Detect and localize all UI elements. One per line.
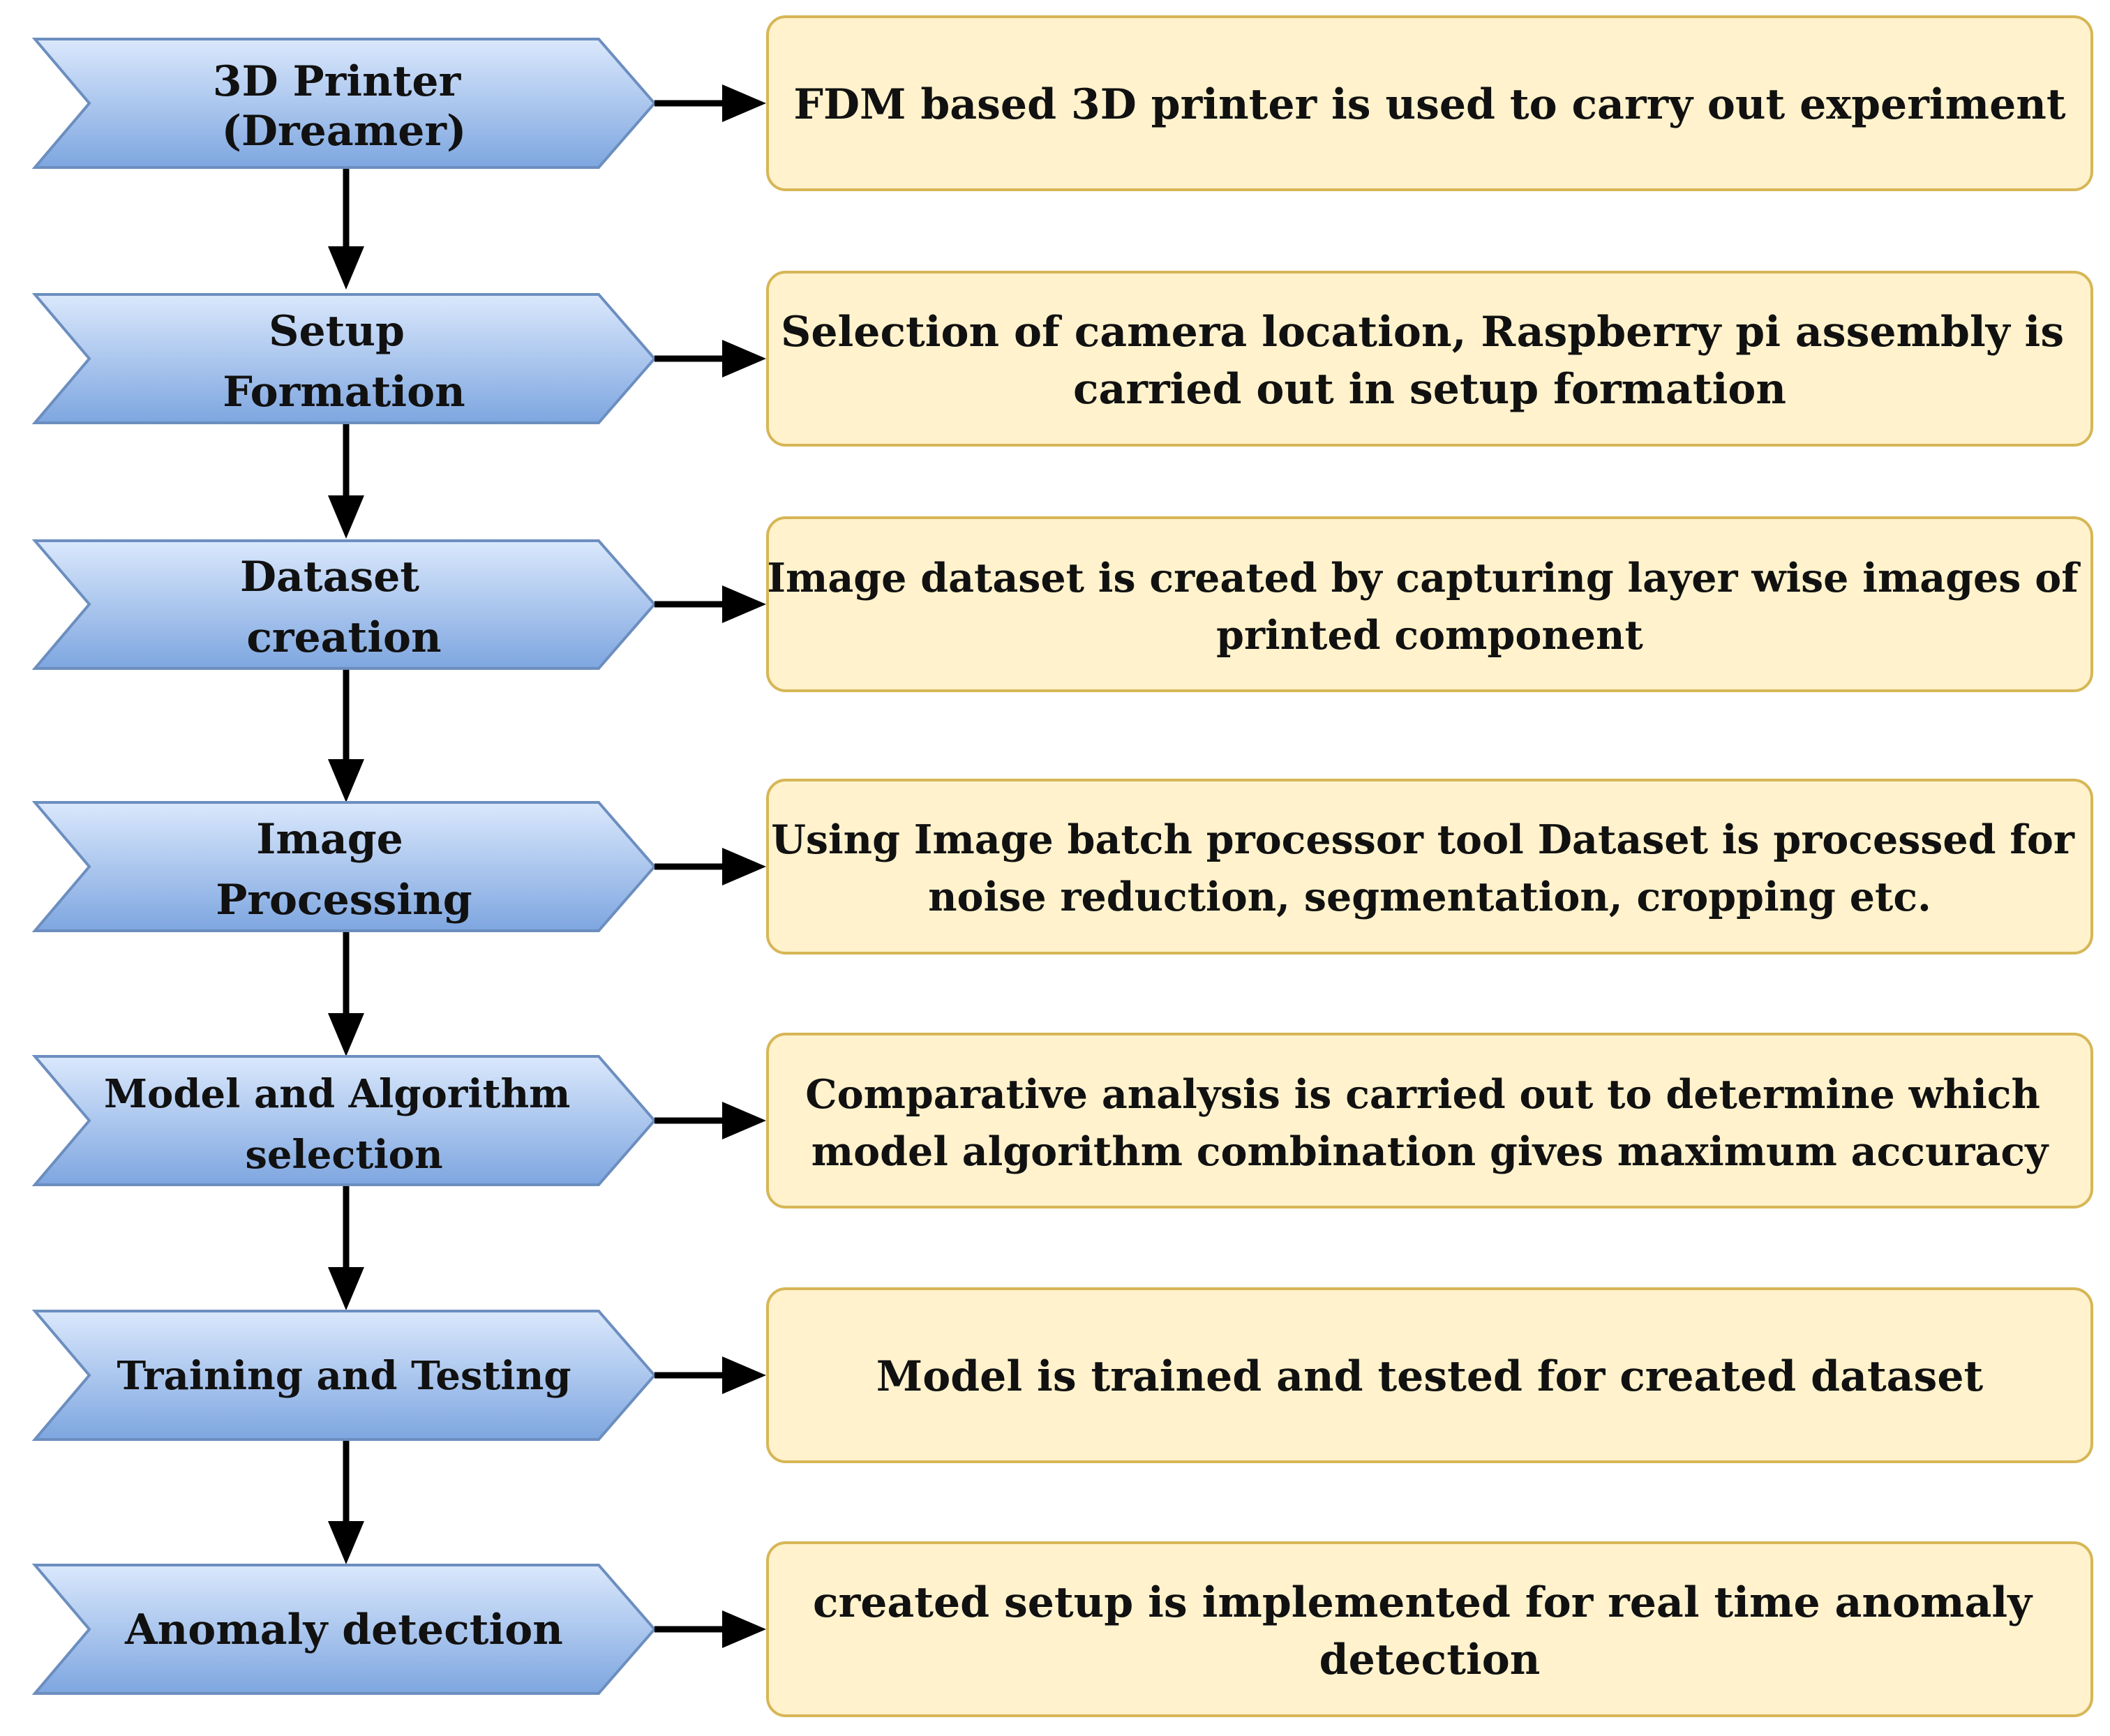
description-box (766, 779, 2093, 955)
description-line: Model is trained and tested for created … (876, 1352, 1984, 1401)
step-label-line: Training and Testing (117, 1353, 571, 1399)
step-3d-printer: 3D Printer (Dreamer) FDM based 3D printe… (31, 15, 2093, 191)
step-label-line: Formation (223, 368, 465, 417)
down-arrow-5 (328, 1185, 364, 1310)
step-image-processing: Image Processing Using Image batch proce… (31, 779, 2093, 955)
right-arrow (654, 340, 766, 377)
step-label: 3D Printer (Dreamer) (213, 57, 475, 156)
down-arrow-4 (328, 931, 364, 1056)
right-arrow (654, 1610, 766, 1648)
step-label-line: selection (245, 1132, 442, 1178)
chevron-shape (31, 38, 657, 169)
chevron-shape (31, 1310, 657, 1441)
description-line: FDM based 3D printer is used to carry ou… (793, 80, 2065, 129)
right-arrow (654, 585, 766, 623)
description-text: created setup is implemented for real ti… (813, 1578, 2047, 1684)
description-box (766, 516, 2093, 692)
right-arrow (654, 1356, 766, 1394)
step-label-line: Image (256, 815, 403, 864)
description-line: Selection of camera location, Raspberry … (781, 308, 2064, 357)
description-text: Selection of camera location, Raspberry … (781, 308, 2079, 414)
step-label-line: Processing (216, 876, 472, 925)
right-arrow (654, 848, 766, 885)
description-line: Image dataset is created by capturing la… (767, 555, 2081, 601)
step-dataset-creation: Dataset creation Image dataset is create… (31, 516, 2093, 692)
step-anomaly-detection: Anomaly detection created setup is imple… (31, 1541, 2093, 1717)
right-arrow (654, 84, 766, 122)
step-label: Anomaly detection (124, 1606, 563, 1654)
chevron-shape (31, 1055, 657, 1186)
description-box (766, 15, 2093, 191)
description-text: Comparative analysis is carried out to d… (805, 1071, 2054, 1175)
down-arrow-1 (328, 166, 364, 290)
description-text: Using Image batch processor tool Dataset… (771, 816, 2088, 920)
description-line: Using Image batch processor tool Dataset… (771, 816, 2075, 863)
step-label: Image Processing (216, 815, 472, 925)
description-box (766, 1033, 2093, 1209)
description-line: carried out in setup formation (1073, 365, 1786, 414)
step-label-line: Model and Algorithm (104, 1071, 570, 1117)
description-line: Comparative analysis is carried out to d… (805, 1071, 2040, 1118)
description-line: created setup is implemented for real ti… (813, 1578, 2033, 1627)
step-model-algorithm-selection: Model and Algorithm selection Comparativ… (31, 1033, 2093, 1209)
chevron-shape (31, 539, 657, 670)
down-arrow-6 (328, 1439, 364, 1564)
vertical-connectors (328, 166, 364, 1564)
step-training-testing: Training and Testing Model is trained an… (31, 1287, 2093, 1463)
step-label: Dataset creation (240, 553, 442, 662)
step-label-line: Dataset (240, 553, 419, 601)
chevron-shape (31, 1564, 657, 1695)
right-arrow (654, 1102, 766, 1139)
step-label-line: (Dreamer) (222, 107, 467, 156)
step-label: Setup Formation (223, 307, 465, 417)
chevron-shape (31, 293, 657, 424)
step-label: Model and Algorithm selection (104, 1071, 584, 1178)
description-line: noise reduction, segmentation, cropping … (928, 874, 1931, 920)
down-arrow-2 (328, 422, 364, 539)
description-box (766, 1287, 2093, 1463)
description-line: model algorithm combination gives maximu… (811, 1128, 2049, 1175)
step-setup-formation: Setup Formation Selection of camera loca… (31, 271, 2093, 447)
description-line: printed component (1216, 612, 1643, 659)
step-label: Training and Testing (117, 1353, 571, 1399)
step-label-line: 3D Printer (213, 57, 462, 106)
chevron-shape (31, 801, 657, 932)
description-text: Model is trained and tested for created … (876, 1352, 1984, 1401)
description-text: FDM based 3D printer is used to carry ou… (793, 80, 2065, 129)
description-box (766, 271, 2093, 447)
description-line: detection (1319, 1636, 1541, 1684)
step-label-line: creation (246, 613, 441, 662)
step-label-line: Setup (269, 307, 405, 356)
description-text: Image dataset is created by capturing la… (767, 555, 2092, 659)
step-label-line: Anomaly detection (124, 1606, 563, 1654)
description-box (766, 1541, 2093, 1717)
down-arrow-3 (328, 668, 364, 802)
